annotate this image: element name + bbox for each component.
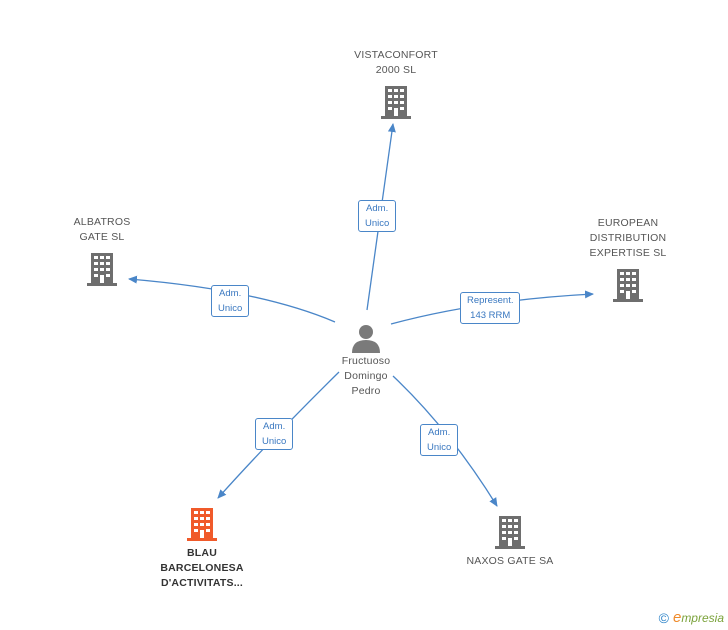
building-icon	[495, 516, 525, 549]
company-node-european[interactable]: EUROPEAN DISTRIBUTION EXPERTISE SL	[573, 216, 683, 303]
copyright-icon: ©	[658, 609, 669, 626]
building-icon	[87, 253, 117, 286]
company-node-naxos[interactable]: NAXOS GATE SA	[455, 514, 565, 569]
relation-label-albatros: Adm. Unico	[211, 285, 250, 317]
company-name: VISTACONFORT 2000 SL	[354, 49, 438, 76]
relation-label-european: Represent. 143 RRM	[460, 292, 521, 324]
company-name: ALBATROS GATE SL	[73, 216, 131, 243]
company-name: NAXOS GATE SA	[466, 555, 554, 567]
company-node-blau[interactable]: BLAU BARCELONESA D'ACTIVITATS...	[140, 506, 264, 591]
building-icon	[613, 269, 643, 302]
brand-footer: © empresia	[659, 609, 724, 626]
building-icon	[381, 86, 411, 119]
relation-label-naxos: Adm. Unico	[420, 424, 459, 456]
person-node[interactable]: Fructuoso Domingo Pedro	[316, 322, 416, 399]
building-icon	[187, 508, 217, 541]
company-name: EUROPEAN DISTRIBUTION EXPERTISE SL	[589, 217, 667, 259]
relation-label-blau: Adm. Unico	[255, 418, 294, 450]
company-node-albatros[interactable]: ALBATROS GATE SL	[52, 215, 152, 287]
person-icon	[352, 325, 380, 353]
company-name: BLAU BARCELONESA D'ACTIVITATS...	[160, 547, 244, 589]
relation-label-vistaconfort: Adm. Unico	[358, 200, 397, 232]
brand-logo: empresia	[672, 609, 724, 626]
person-name: Fructuoso Domingo Pedro	[341, 355, 391, 397]
company-node-vistaconfort[interactable]: VISTACONFORT 2000 SL	[334, 48, 458, 120]
